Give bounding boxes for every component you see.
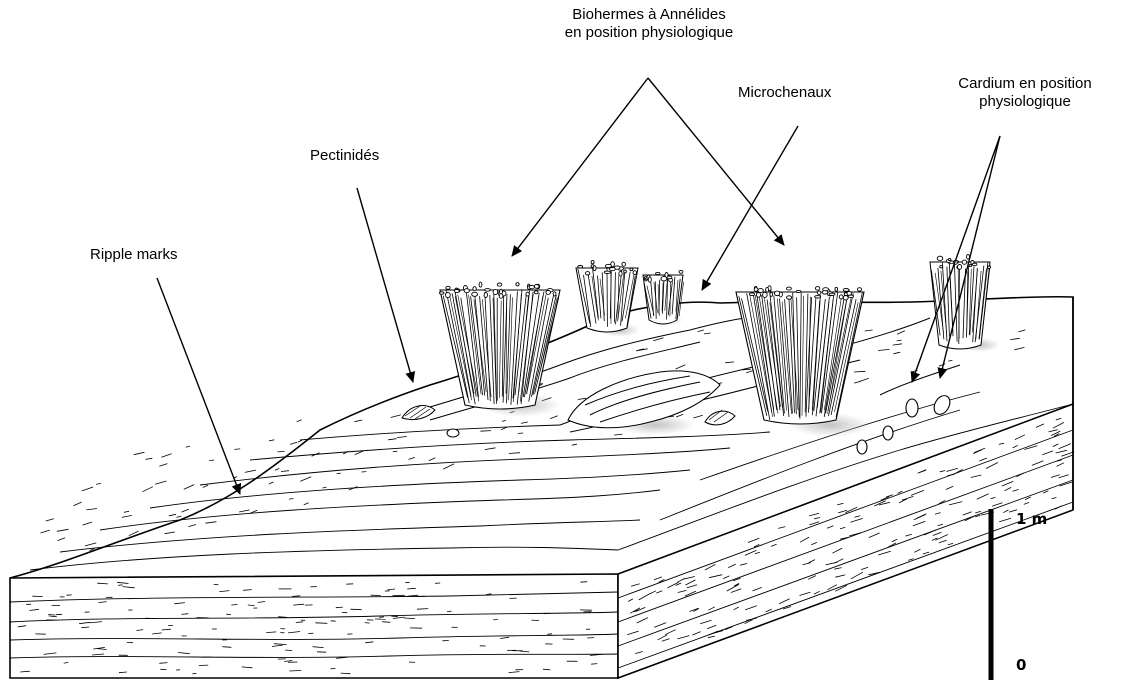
bioherm-tiny-center xyxy=(643,270,684,324)
arrow-ripple-marks xyxy=(157,278,240,494)
bioherm-shadows xyxy=(480,315,1000,437)
bioherm-small-center xyxy=(576,261,638,332)
label-cardium-line1: Cardium en position xyxy=(925,75,1125,93)
scale-label-0: 0 xyxy=(1016,656,1026,674)
scale-label-1m: 1 m xyxy=(1016,510,1047,528)
label-biohermes: Biohermes à Annélides en position physio… xyxy=(514,6,784,42)
label-pectinides: Pectinidés xyxy=(310,147,379,165)
label-microchenaux: Microchenaux xyxy=(738,84,831,102)
cardium-shells xyxy=(857,393,953,454)
label-biohermes-line1: Biohermes à Annélides xyxy=(514,6,784,24)
arrow-microchenaux xyxy=(702,126,798,290)
arrow-pectinides xyxy=(357,188,413,382)
bioherm-far-right xyxy=(930,254,991,349)
fallen-bioherm xyxy=(568,371,720,428)
label-ripple-marks: Ripple marks xyxy=(90,246,178,264)
label-biohermes-line2: en position physiologique xyxy=(514,24,784,42)
bioherm-large-left xyxy=(440,282,561,409)
arrow-biohermes-left xyxy=(512,78,648,256)
right-face xyxy=(618,404,1073,678)
label-cardium-line2: physiologique xyxy=(925,93,1125,111)
leader-arrows xyxy=(157,78,1000,494)
bioherm-large-right xyxy=(736,286,864,424)
front-face xyxy=(10,574,618,678)
label-cardium: Cardium en position physiologique xyxy=(925,75,1125,111)
arrow-biohermes-right xyxy=(648,78,784,245)
